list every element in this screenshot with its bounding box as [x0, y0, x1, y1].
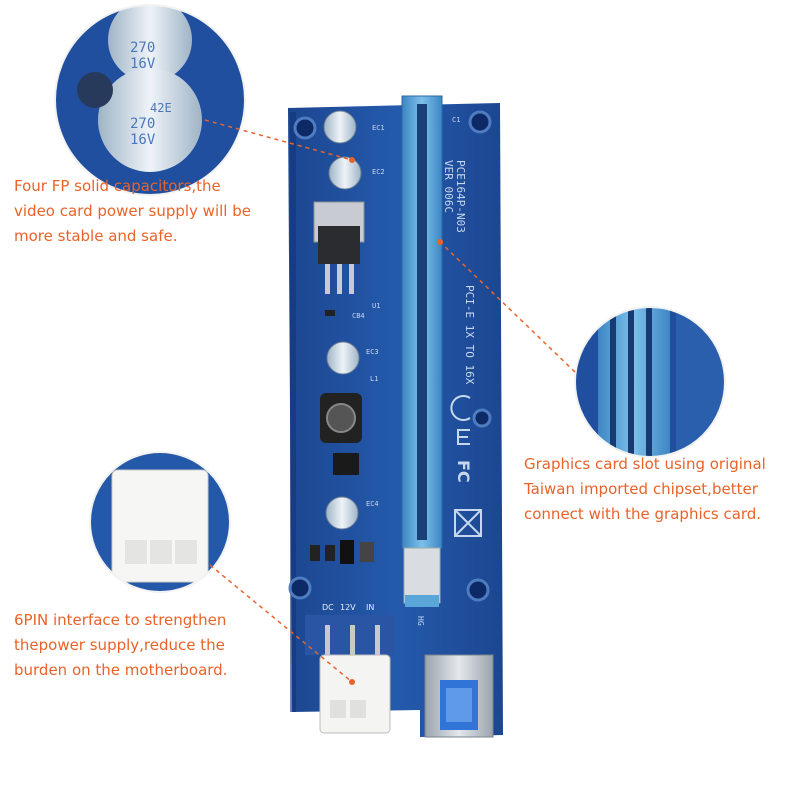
- callout-slot: Graphics card slot using original Taiwan…: [524, 452, 766, 527]
- callout-slot-line-3: connect with the graphics card.: [524, 505, 762, 523]
- pcie-x16-slot: [401, 95, 443, 607]
- zoom-cap-value-1: 270: [130, 40, 155, 56]
- inductor: [320, 393, 362, 443]
- pin-label-dc: DC: [322, 603, 334, 612]
- zoom-slot: [574, 306, 726, 458]
- mounting-holes: [288, 110, 492, 602]
- version-label: VER 006C: [442, 160, 455, 213]
- callout-capacitors-line-2: video card power supply will be: [14, 202, 251, 220]
- zoom-cap-value-2: 270: [130, 116, 155, 132]
- hg-label: HG: [416, 616, 425, 626]
- controller-chip: [333, 453, 359, 475]
- callout-slot-line-2: Taiwan imported chipset,better: [524, 480, 758, 498]
- callout-capacitors: Four FP solid capacitors,the video card …: [14, 174, 251, 249]
- pin-label-12v: 12V: [340, 603, 356, 612]
- callout-six-pin: 6PIN interface to strengthen thepower su…: [14, 608, 227, 683]
- certification-marks: [450, 395, 482, 537]
- usb3-port: [424, 654, 494, 738]
- fc-mark: FC: [454, 460, 473, 483]
- callout-six-pin-line-3: burden on the motherboard.: [14, 661, 228, 679]
- zoom-cap-voltage-2: 16V: [130, 132, 156, 148]
- bus-label: PCI-E 1X TO 16X: [463, 285, 476, 385]
- leader-capacitors: [204, 119, 353, 161]
- smd-components: [310, 310, 374, 564]
- callout-slot-line-1: Graphics card slot using original: [524, 455, 766, 473]
- callout-capacitors-line-1: Four FP solid capacitors,the: [14, 177, 221, 195]
- riser-board: PCE164P-N03 VER 006C PCI-E 1X TO 16X FC …: [288, 95, 503, 738]
- model-label: PCE164P-N03: [454, 160, 467, 233]
- callout-six-pin-line-2: thepower supply,reduce the: [14, 636, 225, 654]
- leader-six-pin: [209, 564, 353, 683]
- voltage-regulator: [313, 201, 365, 294]
- callout-six-pin-line-1: 6PIN interface to strengthen: [14, 611, 227, 629]
- leader-lines: [204, 119, 576, 685]
- zoom-capacitors: 270 16V 42E 270 16V: [54, 4, 246, 196]
- zoom-six-pin: [89, 451, 231, 593]
- callout-capacitors-line-3: more stable and safe.: [14, 227, 178, 245]
- zoom-cap-code: 42E: [150, 101, 172, 115]
- six-pin-connector: DC 12V IN: [305, 603, 395, 734]
- solid-capacitors: [323, 110, 362, 530]
- pin-label-in: IN: [366, 603, 374, 612]
- zoom-cap-voltage-1: 16V: [130, 56, 156, 72]
